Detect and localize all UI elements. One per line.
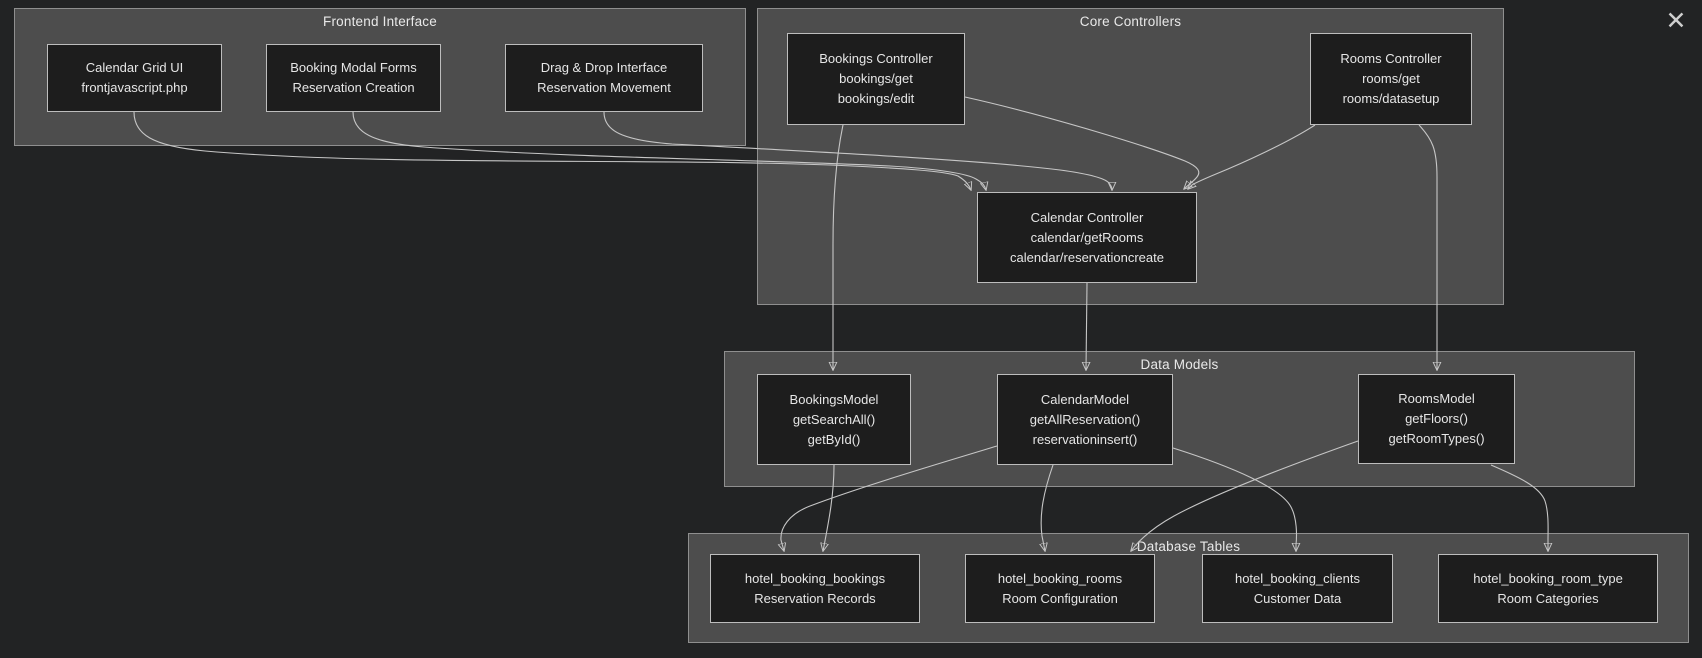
node-title: hotel_booking_bookings [744, 570, 886, 586]
node-detail: getAllReservation() [1029, 411, 1141, 427]
node-hotel-booking-room-type: hotel_booking_room_type Room Categories [1438, 554, 1658, 623]
node-booking-modal-forms: Booking Modal Forms Reservation Creation [266, 44, 441, 112]
node-detail: getSearchAll() [792, 411, 876, 427]
node-detail: Room Categories [1497, 590, 1599, 606]
node-drag-drop-interface: Drag & Drop Interface Reservation Moveme… [505, 44, 703, 112]
node-detail: getRoomTypes() [1388, 431, 1485, 446]
cluster-core-controllers-label: Core Controllers [1079, 14, 1182, 29]
node-detail: bookings/get [839, 71, 913, 86]
node-detail: getById() [807, 431, 861, 447]
node-title: Calendar Controller [1030, 209, 1144, 225]
node-title: hotel_booking_rooms [997, 570, 1123, 586]
node-title: Bookings Controller [819, 51, 933, 66]
cluster-data-models-label: Data Models [1140, 357, 1219, 372]
node-calendar-grid-ui: Calendar Grid UI frontjavascript.php [47, 44, 222, 112]
node-title: hotel_booking_room_type [1473, 570, 1623, 586]
node-title: Rooms Controller [1340, 51, 1442, 66]
node-detail: frontjavascript.php [81, 80, 188, 95]
node-detail: reservationinsert() [1032, 431, 1138, 447]
node-title: hotel_booking_clients [1234, 570, 1361, 586]
node-title: Calendar Grid UI [85, 60, 184, 75]
node-detail: Reservation Creation [292, 80, 415, 95]
node-title: Booking Modal Forms [290, 60, 417, 75]
node-bookings-controller: Bookings Controller bookings/get booking… [787, 33, 965, 125]
node-rooms-model: RoomsModel getFloors() getRoomTypes() [1358, 374, 1515, 464]
node-title: CalendarModel [1040, 391, 1130, 407]
node-detail: bookings/edit [837, 91, 915, 106]
node-detail: Room Configuration [1002, 590, 1118, 606]
node-calendar-model: CalendarModel getAllReservation() reserv… [997, 374, 1173, 465]
cluster-database-tables-label: Database Tables [1136, 539, 1241, 554]
node-title: BookingsModel [789, 391, 879, 407]
node-detail: getFloors() [1405, 411, 1468, 426]
node-calendar-controller: Calendar Controller calendar/getRooms ca… [977, 192, 1197, 283]
node-detail: rooms/datasetup [1342, 91, 1440, 106]
node-detail: Reservation Records [754, 590, 876, 606]
close-icon: ✕ [1665, 5, 1687, 35]
node-rooms-controller: Rooms Controller rooms/get rooms/dataset… [1310, 33, 1472, 125]
node-bookings-model: BookingsModel getSearchAll() getById() [757, 374, 911, 465]
close-button[interactable]: ✕ [1658, 2, 1694, 38]
node-detail: Customer Data [1253, 590, 1342, 606]
cluster-frontend-interface-label: Frontend Interface [323, 14, 437, 29]
node-title: Drag & Drop Interface [540, 60, 668, 75]
node-detail: Reservation Movement [537, 80, 671, 95]
node-hotel-booking-bookings: hotel_booking_bookings Reservation Recor… [710, 554, 920, 623]
node-detail: calendar/getRooms [1030, 229, 1144, 245]
node-detail: rooms/get [1362, 71, 1420, 86]
node-hotel-booking-clients: hotel_booking_clients Customer Data [1202, 554, 1393, 623]
node-detail: calendar/reservationcreate [1010, 249, 1164, 265]
node-hotel-booking-rooms: hotel_booking_rooms Room Configuration [965, 554, 1155, 623]
node-title: RoomsModel [1398, 391, 1475, 406]
